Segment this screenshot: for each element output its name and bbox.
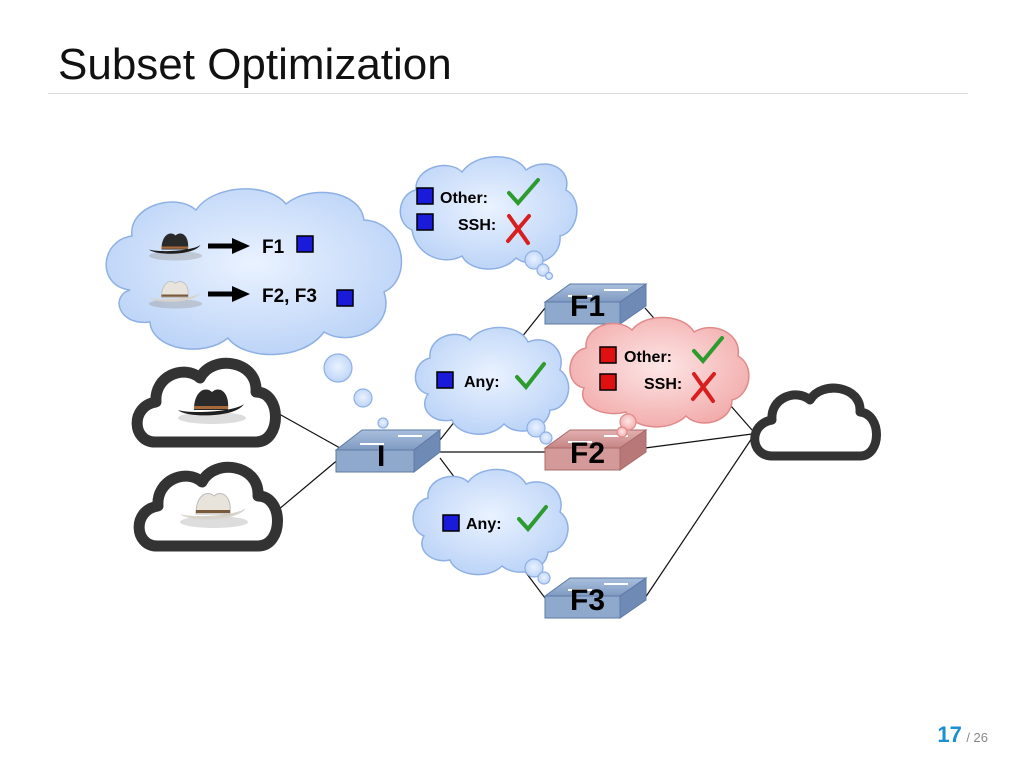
blue-marker-icon	[416, 187, 434, 205]
destination-cloud-icon	[750, 383, 881, 461]
f2-thought-cloud	[569, 316, 750, 438]
black-cowboy-hat-icon	[149, 233, 203, 261]
f2-ssh-label: SSH:	[644, 376, 682, 393]
checkmark-icon	[692, 336, 724, 365]
checkmark-icon	[507, 178, 540, 207]
red-marker-icon	[599, 373, 617, 391]
f3-any-label: Any:	[466, 516, 502, 533]
slide-title: Subset Optimization	[58, 40, 452, 89]
cross-icon	[506, 214, 531, 245]
f3-thought-cloud	[412, 468, 569, 585]
page-total: / 26	[966, 730, 988, 745]
ingress-thought-cloud	[414, 326, 570, 445]
blue-marker-icon	[436, 371, 454, 389]
policy-thought-cloud	[105, 188, 403, 429]
arrow-right-icon	[208, 238, 250, 254]
page-indicator: 17 / 26	[937, 722, 988, 748]
f1-ssh-label: SSH:	[458, 217, 496, 234]
white-cowboy-hat-icon	[180, 492, 248, 528]
switch-ingress-label: I	[377, 440, 385, 473]
blue-marker-icon	[336, 289, 354, 307]
checkmark-icon	[515, 362, 546, 391]
f1-other-label: Other:	[440, 190, 488, 207]
i-any-label: Any:	[464, 374, 500, 391]
black-cowboy-hat-icon	[178, 389, 246, 424]
cross-icon	[691, 372, 716, 403]
arrow-right-icon	[208, 286, 250, 302]
blue-marker-icon	[416, 213, 434, 231]
red-marker-icon	[599, 346, 617, 364]
switch-f1[interactable]	[543, 283, 648, 325]
title-divider	[48, 93, 968, 94]
white-cowboy-hat-icon	[149, 281, 203, 309]
rule-target-f1: F1	[262, 237, 285, 258]
blue-marker-icon	[442, 514, 460, 532]
switch-f1-label: F1	[570, 290, 605, 323]
page-current: 17	[937, 722, 962, 747]
switch-f3-label: F3	[570, 584, 605, 617]
switch-ingress[interactable]	[334, 428, 442, 474]
switch-f2-label: F2	[570, 437, 605, 470]
blue-marker-icon	[296, 235, 314, 253]
rule-target-f2-f3: F2, F3	[262, 286, 317, 307]
checkmark-icon	[517, 505, 548, 533]
f2-other-label: Other:	[624, 349, 672, 366]
switch-f3[interactable]	[543, 577, 648, 619]
